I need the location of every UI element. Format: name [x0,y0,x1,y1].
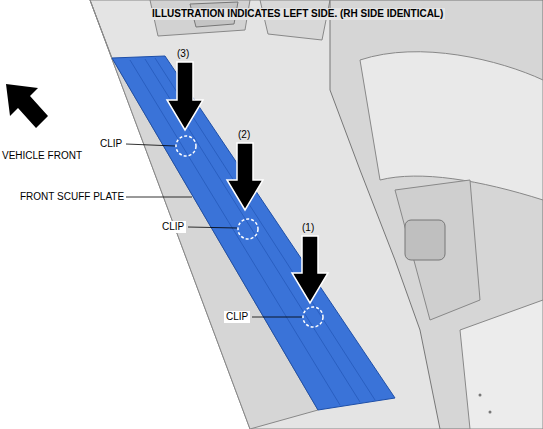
seat-lever [405,220,445,260]
scuff-plate [112,56,395,410]
callout-number: (2) [236,129,252,141]
callout-number: (1) [300,222,316,234]
leader-line [124,197,192,198]
hole [489,411,492,414]
leader-line [188,227,237,228]
part-name: CLIP [160,221,186,233]
direction-label: VEHICLE FRONT [0,150,84,162]
leader-line [126,144,175,146]
clip-mark [303,307,323,327]
plate-rib [155,58,375,400]
interior [90,0,543,429]
plate-rib [130,60,340,405]
floor-panel [260,0,330,40]
door-trim [460,300,543,429]
seat-cushion [360,52,543,200]
part-name: CLIP [224,311,250,323]
hole [479,394,482,397]
note-heading: ILLUSTRATION INDICATES LEFT SIDE. (RH SI… [150,8,445,20]
callout-number: (3) [175,48,191,60]
vehicle-front-arrow [6,84,48,128]
press-arrow [167,62,203,130]
press-arrow [227,143,263,210]
clip-mark [176,136,196,156]
part-name: FRONT SCUFF PLATE [18,191,126,203]
clip-mark [238,219,258,239]
part-name: CLIP [98,138,124,150]
plate-rib [145,59,360,402]
leader-line [252,317,302,318]
press-arrow [292,236,328,303]
seat-side [395,180,480,320]
